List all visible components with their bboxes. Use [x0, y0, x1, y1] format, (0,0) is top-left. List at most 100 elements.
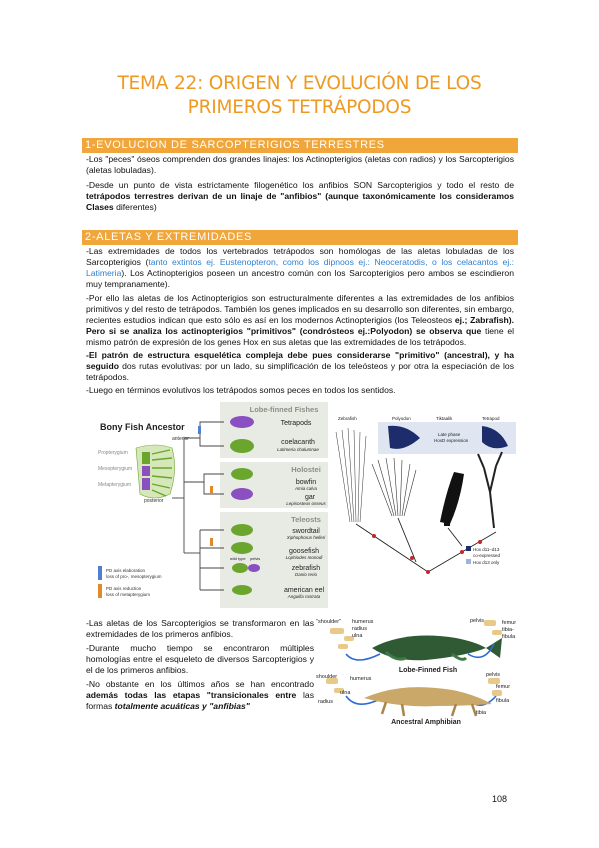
ancestor-title: Bony Fish Ancestor [100, 422, 185, 432]
bone-label: ulna [340, 690, 351, 696]
bone-label: tibia- [502, 627, 514, 633]
legend-swatch-orange [98, 584, 102, 598]
bone-label: pelvis [486, 672, 500, 678]
text-run: diferentes) [116, 202, 157, 212]
tree-marker-orange [210, 486, 213, 494]
polyodon-fin-rays [371, 457, 417, 517]
tetrapod-limb [477, 451, 503, 529]
taxon-name: swordtail [292, 528, 320, 535]
lobe-finned-fish-drawing [372, 635, 502, 661]
bone-label: pelvis [470, 618, 484, 624]
section-1-paragraph-2: -Desde un punto de vista estrictamente f… [86, 180, 514, 213]
mesopterygium-label: Mesopterygium [98, 466, 132, 472]
text-run: -Desde un punto de vista estrictamente f… [86, 180, 514, 190]
tiktaalik-limb [440, 472, 464, 526]
bone-label: radius [352, 626, 367, 632]
ancestral-amphibian-drawing [364, 687, 492, 717]
taxon-sci: Danio rerio [295, 572, 318, 577]
bone-label: femur [496, 684, 510, 690]
bold-text-run: ej.; Zabrafish). Pero si se analiza los … [86, 315, 515, 336]
amph-bones-left-diagram [326, 678, 344, 693]
metapterygium-label: Metapterygium [98, 482, 131, 488]
fish-bones-left-diagram [330, 628, 354, 649]
fish-bone-labels-right: pelvis femur tibia- fibula [470, 618, 516, 640]
bone-label: humerus [350, 676, 372, 682]
anterior-label: anterior [172, 436, 189, 442]
fin-label: pelvis [250, 556, 260, 561]
tree-marker-blue [198, 426, 201, 434]
bone-label: shoulder [316, 674, 337, 680]
section-2-paragraph-1: -Las extremidades de todos los vertebrad… [86, 246, 514, 290]
bone-label: fibula [496, 698, 510, 704]
bone-label: ulna [352, 633, 363, 639]
tree-markers [372, 534, 482, 574]
taxon-name: american eel [284, 587, 325, 594]
text-run: -No obstante en los últimos años se han … [86, 679, 314, 689]
posterior-label: posterior [144, 498, 164, 504]
bone-label: fibula [502, 634, 516, 640]
amph-bone-labels-right: pelvis femur fibula tibia [476, 672, 510, 716]
taxon-sci: Xiphophorus helleri [286, 535, 327, 540]
taxon-labels: Tetrapods coelacanth Latimeria chalumnae… [230, 420, 327, 599]
legend-item: Hox d13 only [473, 560, 500, 565]
species-label: Zebrafish [338, 416, 357, 421]
taxon-name: zebrafish [292, 565, 321, 572]
text-run: dos rutas evolutivas: por un lado, su si… [86, 361, 515, 382]
legend-swatch-blue [98, 566, 102, 580]
section-1-paragraph-1: -Los "peces" óseos comprenden dos grande… [86, 154, 514, 175]
taxon-name: gar [305, 494, 316, 501]
fish-bones-right-diagram [484, 620, 502, 635]
legend-swatch-light [466, 559, 471, 564]
late-phase-label: Late phase [438, 432, 461, 437]
group-lobe-finned: Lobe-finned Fishes [250, 405, 319, 414]
taxon-name: bowfin [296, 479, 316, 486]
text-run: -Por ello las aletas de los Actinopterig… [86, 293, 514, 325]
legend-swatch-dark [466, 546, 471, 551]
taxon-sci: Lepisosteus osseus [286, 501, 326, 506]
taxon-sci: Latimeria chalumnae [277, 447, 319, 452]
bone-label: radius [318, 699, 333, 705]
text-run: ). Los Actinopterigios poseen un ancestr… [86, 268, 514, 289]
legend-2-line-a: PD axis reduction [106, 586, 142, 591]
species-label: Tiktaalik [436, 416, 453, 421]
bone-label: tibia [476, 710, 487, 716]
legend-2-line-b: loss of metapterygium [106, 592, 150, 597]
text-run: tiene el mismo patrón de expresión de lo… [86, 326, 515, 347]
species-label: Polyodon [392, 416, 411, 421]
text-run: las formas [86, 690, 314, 711]
legend-item: Hox d11–d13 [473, 547, 500, 552]
title-line-2: PRIMEROS TETRÁPODOS [187, 97, 412, 118]
fish-label: Lobe-Finned Fish [399, 667, 457, 674]
tree-marker-orange [210, 538, 213, 546]
page-number: 108 [492, 794, 508, 804]
fish-amphibian-figure: Lobe-Finned Fish "shoulder" humerus radi… [316, 618, 516, 726]
italic-text-run: totalmente acuáticas y "anfibias" [114, 701, 250, 711]
hoxd-label: HoxD expression [434, 438, 469, 443]
fin-to-limb-figure: Zebrafish Polyodon Tiktaalik Tetrapod La… [335, 416, 516, 574]
bold-text-run: tetrápodos terrestres derivan de un lina… [86, 191, 514, 212]
legend-1-line-a: PD axis elaboration [106, 568, 146, 573]
section-2-paragraph-3: -El patrón de estructura esquelética com… [86, 350, 514, 383]
amphibian-label: Ancestral Amphibian [391, 719, 461, 726]
taxon-sci: Lophiodes monodi [286, 555, 324, 560]
phylogenetic-tree [172, 421, 224, 591]
fin-phylogeny-figure: Lobe-finned Fishes Holostei Teleosts Bon… [98, 402, 328, 608]
propterygium-label: Propterygium [98, 450, 128, 456]
taxon-sci: Anguilla rostrata [287, 594, 321, 599]
section-2-paragraph-2: -Por ello las aletas de los Actinopterig… [86, 293, 514, 348]
title-line-1: TEMA 22: ORIGEN Y EVOLUCIÓN DE LOS [117, 73, 482, 94]
legend-1-line-b: loss of pro-, mesopterygium [106, 574, 162, 579]
fin-label: wild type [230, 556, 246, 561]
group-holostei: Holostei [291, 465, 321, 474]
bold-text-run: -El patrón de estructura esquelética com… [86, 350, 514, 371]
taxon-sci: Amia calva [294, 486, 318, 491]
group-teleosts: Teleosts [291, 515, 321, 524]
fish-bone-labels-left: "shoulder" humerus radius ulna [316, 619, 374, 639]
taxon-name: goosefish [289, 548, 319, 555]
zebrafish-fin-rays [335, 427, 367, 523]
taxon-name: Tetrapods [281, 420, 312, 427]
ancestor-fin-drawing [135, 444, 175, 499]
species-label: Tetrapod [482, 416, 500, 421]
bone-label: femur [502, 620, 516, 626]
section-2-paragraph-4: -Luego en términos evolutivos los tetráp… [86, 385, 396, 395]
